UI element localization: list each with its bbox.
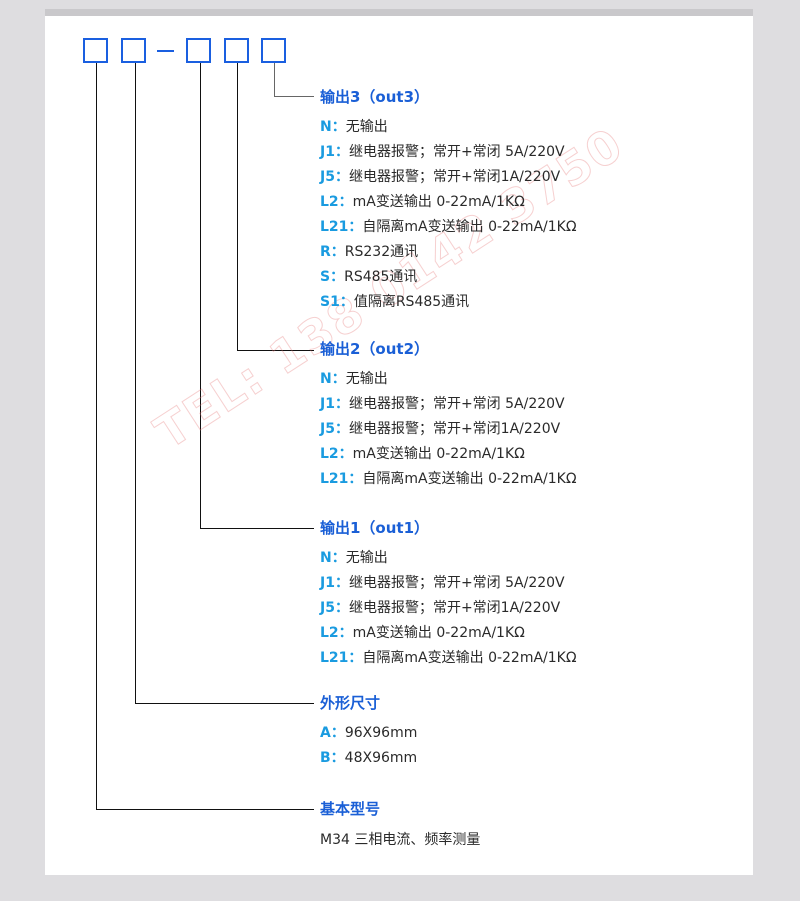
connector-out2-horizontal [237,350,314,351]
option-desc: 继电器报警；常开+常闭1A/220V [348,600,561,616]
option-code: J5： [320,600,349,616]
option-desc: 无输出 [345,550,388,566]
option-out3-n: N：无输出 [320,117,388,137]
panel-top-strip [45,9,753,16]
option-desc: 继电器报警；常开+常闭 5A/220V [348,575,565,591]
heading-out3: 输出3（out3） [320,88,430,106]
connector-out3-vertical [274,63,275,97]
option-desc: 继电器报警；常开+常闭 5A/220V [348,396,565,412]
code-box-out2 [224,38,249,63]
code-separator-dash [157,50,174,52]
code-box-out3 [261,38,286,63]
option-desc: 继电器报警；常开+常闭1A/220V [348,421,561,437]
option-out2-n: N：无输出 [320,369,388,389]
option-desc: mA变送输出 0-22mA/1KΩ [352,446,525,462]
option-out2-l21: L21：自隔离mA变送输出 0-22mA/1KΩ [320,469,577,489]
option-desc: 无输出 [345,119,388,135]
option-desc: mA变送输出 0-22mA/1KΩ [352,625,525,641]
option-code: L21： [320,219,363,235]
option-desc: 自隔离mA变送输出 0-22mA/1KΩ [362,650,577,666]
option-desc: 值隔离RS485通讯 [353,294,470,310]
option-code: L2： [320,625,353,641]
option-out3-j1: J1：继电器报警；常开+常闭 5A/220V [320,142,565,162]
option-code: J1： [320,575,349,591]
option-code: L2： [320,194,353,210]
connector-model-vertical [96,63,97,810]
heading-out1: 输出1（out1） [320,519,430,537]
option-code: J5： [320,169,349,185]
option-code: L21： [320,471,363,487]
option-code: J5： [320,421,349,437]
option-out3-l21: L21：自隔离mA变送输出 0-22mA/1KΩ [320,217,577,237]
option-desc: RS232通讯 [344,244,419,260]
option-desc: 继电器报警；常开+常闭 5A/220V [348,144,565,160]
option-code: N： [320,550,346,566]
option-out1-n: N：无输出 [320,548,388,568]
option-desc: RS485通讯 [344,269,418,285]
connector-size-horizontal [135,703,314,704]
option-out2-j1: J1：继电器报警；常开+常闭 5A/220V [320,394,565,414]
option-size-a: A：96X96mm [320,723,417,743]
heading-model: 基本型号 [320,800,381,818]
option-out3-r: R：RS232通讯 [320,242,418,262]
code-box-out1 [186,38,211,63]
option-desc: 48X96mm [344,750,418,766]
connector-model-horizontal [96,809,314,810]
option-out1-l21: L21：自隔离mA变送输出 0-22mA/1KΩ [320,648,577,668]
option-desc: 自隔离mA变送输出 0-22mA/1KΩ [362,471,577,487]
option-out3-j5: J5：继电器报警；常开+常闭1A/220V [320,167,560,187]
option-out3-l2: L2：mA变送输出 0-22mA/1KΩ [320,192,525,212]
option-code: R： [320,244,345,260]
option-code: B： [320,750,345,766]
option-out1-l2: L2：mA变送输出 0-22mA/1KΩ [320,623,525,643]
option-size-b: B：48X96mm [320,748,417,768]
option-desc: 96X96mm [344,725,418,741]
option-code: J1： [320,144,349,160]
code-box-model [83,38,108,63]
code-box-size [121,38,146,63]
connector-out1-vertical [200,63,201,529]
model-description: M34 三相电流、频率测量 [320,832,481,848]
option-out3-s1: S1：值隔离RS485通讯 [320,292,469,312]
option-code: S： [320,269,345,285]
option-out2-l2: L2：mA变送输出 0-22mA/1KΩ [320,444,525,464]
option-out2-j5: J5：继电器报警；常开+常闭1A/220V [320,419,560,439]
option-code: L2： [320,446,353,462]
option-desc: 无输出 [345,371,388,387]
connector-out3-horizontal [274,96,314,97]
connector-size-vertical [135,63,136,704]
option-code: S1： [320,294,354,310]
option-out3-s: S：RS485通讯 [320,267,417,287]
heading-out2: 输出2（out2） [320,340,430,358]
option-code: N： [320,371,346,387]
option-desc: mA变送输出 0-22mA/1KΩ [352,194,525,210]
option-out1-j5: J5：继电器报警；常开+常闭1A/220V [320,598,560,618]
option-desc: 自隔离mA变送输出 0-22mA/1KΩ [362,219,577,235]
option-code: L21： [320,650,363,666]
connector-out2-vertical [237,63,238,351]
option-code: J1： [320,396,349,412]
option-out1-j1: J1：继电器报警；常开+常闭 5A/220V [320,573,565,593]
option-desc: 继电器报警；常开+常闭1A/220V [348,169,561,185]
option-code: A： [320,725,345,741]
connector-out1-horizontal [200,528,314,529]
option-code: N： [320,119,346,135]
heading-size: 外形尺寸 [320,694,381,712]
content-panel [45,9,753,875]
